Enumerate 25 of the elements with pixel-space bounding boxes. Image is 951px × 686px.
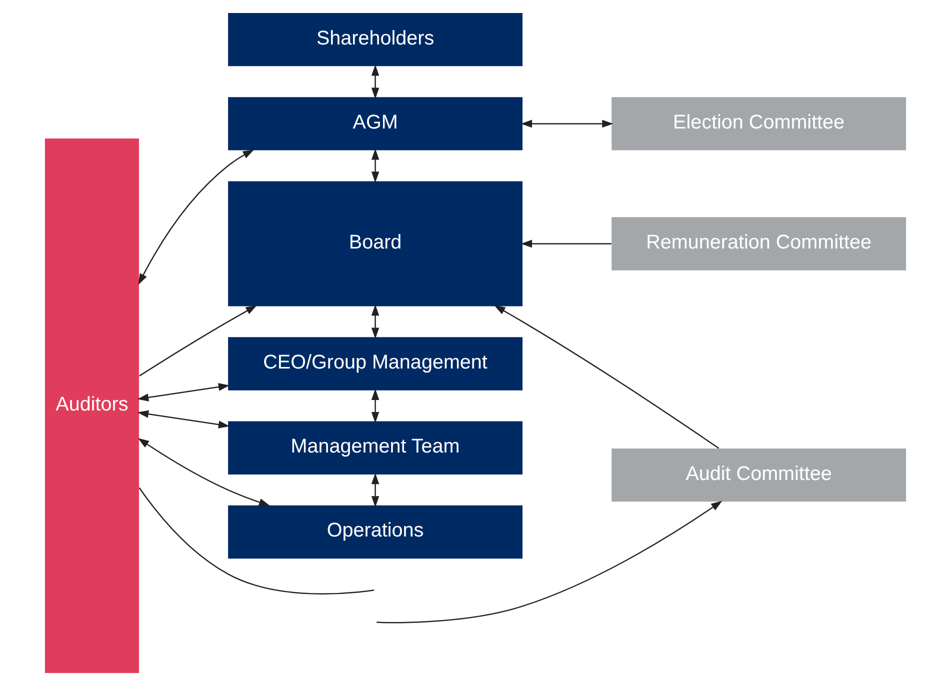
arrow: [139, 305, 257, 376]
node-box: Operations: [228, 505, 523, 559]
arrow: [138, 150, 254, 285]
node-box: Management Team: [228, 421, 523, 474]
node-box: Shareholders: [228, 12, 523, 66]
arrow: [371, 388, 380, 424]
arrow: [371, 64, 380, 99]
node-box: CEO/Group Management: [228, 337, 523, 390]
arrow: [371, 472, 380, 508]
arrow: [138, 438, 270, 506]
arrow: [371, 148, 380, 183]
connector: [138, 487, 374, 594]
node-box: Election Committee: [612, 97, 906, 150]
arrow: [520, 120, 614, 128]
arrow: [137, 410, 230, 428]
arrow: [376, 500, 722, 624]
node-box: AGM: [228, 97, 523, 150]
arrow: [520, 240, 612, 248]
node-box: Auditors: [44, 138, 139, 674]
node-box: Remuneration Committee: [612, 217, 906, 270]
arrow: [137, 383, 230, 402]
node-box: Board: [228, 181, 523, 306]
node-box: Audit Committee: [612, 448, 906, 502]
arrow: [494, 305, 720, 449]
arrow: [371, 304, 380, 339]
